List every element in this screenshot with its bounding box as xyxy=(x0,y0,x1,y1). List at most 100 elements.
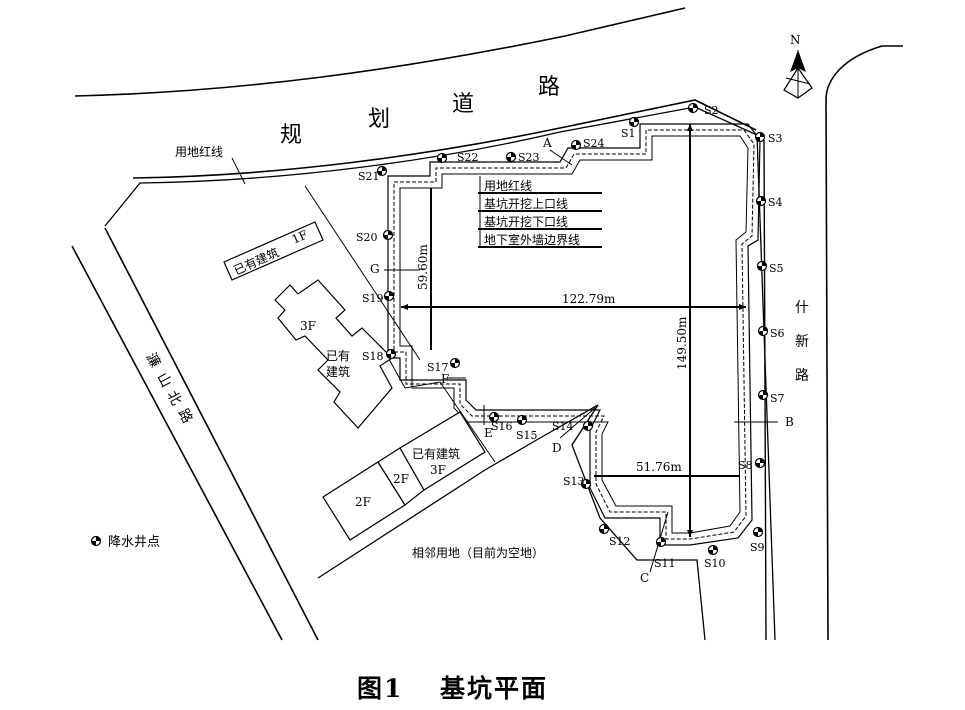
well-marker-icon xyxy=(707,544,719,556)
well-label: S17 xyxy=(427,361,449,374)
well-legend-label: 降水井点 xyxy=(108,535,160,550)
figure-caption: 基坑平面 xyxy=(440,674,548,703)
well-marker-icon xyxy=(756,260,768,272)
well-label: S21 xyxy=(358,170,380,183)
well-label: S5 xyxy=(769,262,784,275)
dim-label-bottom-width: 51.76m xyxy=(636,460,682,474)
well-label: S24 xyxy=(583,137,605,150)
well-label: S13 xyxy=(563,475,585,488)
top-road-edge-upper xyxy=(74,7,686,97)
building-small-3f-floor: 3F xyxy=(430,463,446,477)
figure-number: 图1 xyxy=(357,674,403,703)
well-label: S8 xyxy=(738,459,753,472)
building-small-3f-name: 已有建筑 xyxy=(412,446,460,461)
road-right-char: 什 xyxy=(795,300,809,316)
section-label-d: D xyxy=(552,441,562,455)
section-label-f: F xyxy=(441,372,449,386)
well-marker-icon xyxy=(449,357,461,369)
road-left-char: 山 xyxy=(153,370,174,390)
section-line-a xyxy=(549,149,573,166)
excavation-upper-line xyxy=(387,123,761,546)
section-label-b: B xyxy=(785,415,794,429)
well-marker-icon xyxy=(505,151,517,163)
line-legend-box: 用地红线 基坑开挖上口线 基坑开挖下口线 地下室外墙边界线 xyxy=(478,176,602,248)
building-3f-name-1: 已有 xyxy=(326,349,350,363)
top-road-edge-lower xyxy=(132,99,757,179)
dewatering-wells: S1S2S3S4S5S6S7S8S9S10S11S12S13S14S15S16S… xyxy=(356,102,785,570)
well-label: S2 xyxy=(704,104,719,117)
building-3f-large xyxy=(274,279,393,429)
road-right-char: 新 xyxy=(795,334,809,350)
road-top-char: 划 xyxy=(368,107,390,132)
right-road-edge-inner xyxy=(763,139,767,641)
well-label: S7 xyxy=(770,392,785,405)
red-line-label: 用地红线 xyxy=(175,144,223,159)
building-2f-large-floor: 2F xyxy=(355,495,371,509)
road-left-char: 濂 xyxy=(142,350,164,370)
well-label: S11 xyxy=(654,557,676,570)
well-marker-icon xyxy=(628,116,640,128)
dim-arrow-top xyxy=(687,124,693,131)
well-label: S10 xyxy=(704,557,726,570)
well-marker-icon xyxy=(582,420,594,432)
legend-box-item: 基坑开挖上口线 xyxy=(484,196,568,211)
well-label: S9 xyxy=(750,541,765,554)
property-red-line xyxy=(104,106,776,641)
well-label: S16 xyxy=(491,420,513,433)
well-marker-icon xyxy=(570,139,582,151)
dim-arrow-left xyxy=(401,304,408,310)
well-legend-icon xyxy=(90,535,102,547)
well-marker-icon xyxy=(383,290,395,302)
well-label: S3 xyxy=(768,132,783,145)
well-label: S4 xyxy=(768,196,783,209)
basement-wall-line xyxy=(399,135,749,534)
north-label: N xyxy=(790,33,801,47)
building-3f-small xyxy=(399,411,486,491)
dim-label-height: 149.50m xyxy=(675,316,689,370)
building-1f-floor: 1F xyxy=(290,227,310,246)
dim-arrow-bottom xyxy=(687,530,693,537)
legend-box-item: 基坑开挖下口线 xyxy=(484,214,568,229)
well-marker-icon xyxy=(687,102,699,114)
road-left-char: 北 xyxy=(163,388,184,408)
well-marker-icon xyxy=(757,389,769,401)
building-3f-name-2: 建筑 xyxy=(326,364,350,379)
right-road-edge-outer xyxy=(825,45,903,641)
red-line-leader xyxy=(231,157,246,185)
well-marker-icon xyxy=(754,131,766,143)
section-label-a: A xyxy=(542,136,552,150)
road-top-char: 规 xyxy=(280,123,302,148)
left-road-edge-outer xyxy=(71,245,283,641)
well-marker-icon xyxy=(598,523,610,535)
dim-arrow-right xyxy=(739,304,746,310)
well-marker-icon xyxy=(385,348,397,360)
section-label-c: C xyxy=(640,571,649,585)
road-right-char: 路 xyxy=(795,368,809,384)
well-marker-icon xyxy=(757,325,769,337)
well-marker-icon xyxy=(516,414,528,426)
building-1f xyxy=(223,221,324,281)
legend-box-item: 用地红线 xyxy=(484,178,532,193)
road-top-char: 路 xyxy=(538,75,560,100)
well-marker-icon xyxy=(754,457,766,469)
road-top-char: 道 xyxy=(452,92,474,117)
neighbor-land-label: 相邻用地（目前为空地） xyxy=(412,545,544,560)
well-marker-icon xyxy=(655,536,667,548)
road-left-char: 路 xyxy=(174,406,195,426)
well-label: S15 xyxy=(516,429,538,442)
well-label: S20 xyxy=(356,231,378,244)
well-label: S19 xyxy=(362,292,384,305)
section-label-g: G xyxy=(370,262,380,276)
well-label: S22 xyxy=(457,151,479,164)
well-label: S1 xyxy=(621,127,636,140)
well-label: S6 xyxy=(770,327,785,340)
dim-label-left-depth: 59.60m xyxy=(416,244,430,290)
well-label: S14 xyxy=(552,420,574,433)
building-2f-small-floor: 2F xyxy=(393,472,409,486)
excavation-lower-line xyxy=(393,129,755,540)
plot-divider-line xyxy=(304,185,421,361)
legend-box-item: 地下室外墙边界线 xyxy=(484,232,580,247)
building-3f-floor: 3F xyxy=(300,319,316,333)
section-label-e: E xyxy=(484,426,493,440)
